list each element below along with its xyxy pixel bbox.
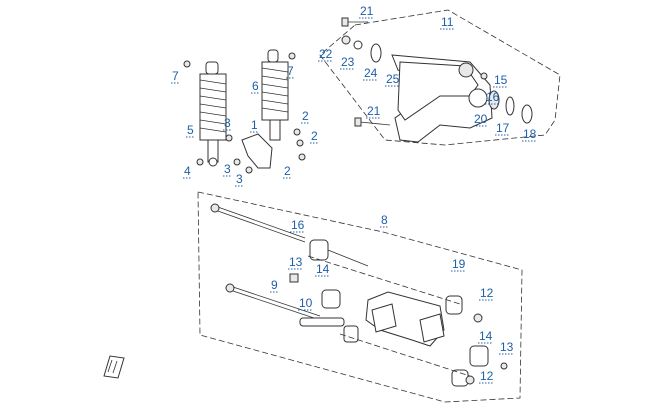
- washer-23: [353, 40, 363, 50]
- callout-8: 8: [381, 213, 388, 227]
- callout-5: 5: [187, 123, 194, 137]
- bushing-left-bottom: [343, 325, 359, 343]
- callout-13-left: 13: [289, 255, 303, 269]
- nut-3-bottom: [245, 166, 253, 174]
- callout-7-right: 7: [287, 64, 294, 78]
- linkage-assembly: [197, 191, 523, 403]
- bolt-2-b: [296, 139, 304, 147]
- shaft-16-end: [210, 203, 220, 213]
- axis-lower: [339, 333, 471, 377]
- nut-3-mid: [233, 158, 241, 166]
- callout-19: 19: [452, 257, 466, 271]
- callout-15: 15: [494, 73, 508, 87]
- callout-3-top: 3: [224, 116, 231, 130]
- collar-10: [299, 317, 345, 327]
- bolt-21-top-head: [341, 17, 349, 27]
- bushing-right-top: [445, 295, 463, 315]
- nut-3-top: [225, 134, 233, 142]
- callout-2-c: 2: [284, 164, 291, 178]
- oil-seal-24: [370, 43, 382, 63]
- callout-7-left: 7: [172, 69, 179, 83]
- callout-20: 20: [474, 112, 488, 126]
- callout-3-mid: 3: [224, 162, 231, 176]
- callout-4: 4: [184, 164, 191, 178]
- callout-12-bottom: 12: [480, 369, 494, 383]
- callout-labels: 21 11 22 23 24 25 15 16 21 20 17 18 7 7 …: [171, 4, 537, 384]
- pin-upper: [327, 249, 369, 267]
- shaft-16: [214, 205, 306, 239]
- shaft-9-end: [225, 283, 235, 293]
- swingarm-bearing-seat: [468, 88, 488, 108]
- link-body-ear-right: [419, 313, 445, 343]
- callout-9: 9: [271, 278, 278, 292]
- circlip-17: [505, 96, 515, 116]
- shaft-9-edge: [229, 289, 321, 321]
- bolt-7-left: [183, 60, 191, 68]
- callout-1: 1: [251, 118, 258, 132]
- nut-12-top: [473, 313, 483, 323]
- callout-25: 25: [386, 72, 400, 86]
- bolt-13-right: [500, 362, 508, 370]
- callout-23: 23: [341, 55, 355, 69]
- callout-21-top: 21: [360, 4, 374, 18]
- shock-right-coils: [261, 67, 289, 113]
- callout-13-right: 13: [500, 340, 514, 354]
- shock-bracket: [241, 133, 273, 169]
- callout-18: 18: [523, 127, 537, 141]
- bolt-7-right: [288, 52, 296, 60]
- bushing-14-right: [469, 345, 489, 367]
- callout-2-b: 2: [311, 129, 318, 143]
- callout-21-bottom: 21: [367, 104, 381, 118]
- front-arrow-icon: [103, 355, 125, 379]
- nut-12-bottom: [465, 375, 475, 385]
- washer-18: [521, 104, 533, 124]
- swingarm-group-frame: [319, 9, 561, 146]
- callout-2-a: 2: [302, 109, 309, 123]
- callout-12-top: 12: [480, 286, 494, 300]
- shock-right-body: [269, 119, 281, 141]
- bolt-4: [196, 158, 204, 166]
- bolt-21-bottom-head: [354, 117, 362, 127]
- link-body-ear-left: [371, 303, 397, 333]
- bolt-2-c: [298, 153, 306, 161]
- callout-16: 16: [291, 218, 305, 232]
- bushing-left-top: [309, 239, 329, 261]
- callout-14-left: 14: [316, 262, 330, 276]
- bolt-13-left: [289, 273, 299, 283]
- callout-22: 22: [319, 47, 333, 61]
- shock-left-top-eye: [205, 61, 219, 75]
- shaft-9: [229, 285, 321, 317]
- shaft-16-edge: [214, 209, 306, 243]
- callout-3-bottom: 3: [236, 172, 243, 186]
- shock-right-top-eye: [267, 49, 279, 63]
- shock-left-spring: [199, 73, 227, 141]
- callout-24: 24: [364, 66, 378, 80]
- callout-14-right: 14: [479, 329, 493, 343]
- bushing-right-bottom: [451, 369, 469, 387]
- callout-17: 17: [496, 121, 510, 135]
- bolt-21-bottom: [359, 121, 391, 126]
- callout-16-swingarm: 16: [486, 90, 500, 104]
- callout-6: 6: [252, 79, 259, 93]
- swingarm-pivot-boss: [458, 62, 474, 78]
- bushing-14-left: [321, 289, 341, 309]
- shock-left-coils: [199, 79, 227, 133]
- shock-right-spring: [261, 61, 289, 121]
- swingarm-assembly: [319, 9, 561, 146]
- linkage-group-frame: [197, 191, 523, 403]
- callout-10: 10: [299, 296, 313, 310]
- callout-11: 11: [441, 15, 454, 29]
- bolt-2-a: [293, 128, 301, 136]
- shock-left-bottom-eye: [208, 157, 218, 167]
- bolt-15: [480, 72, 488, 80]
- shock-absorber-assembly: [183, 49, 306, 174]
- nut-22: [341, 35, 351, 45]
